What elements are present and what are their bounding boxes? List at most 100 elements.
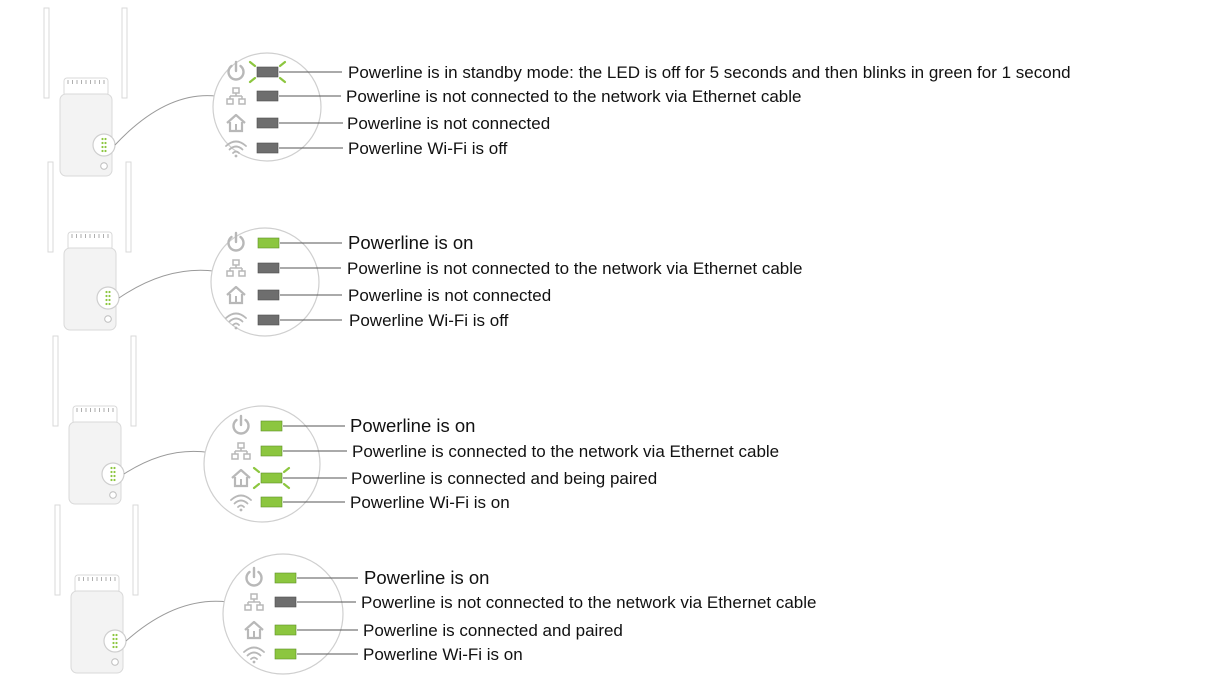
device-led-ring (96, 286, 120, 310)
device-led (113, 470, 116, 474)
device-led (108, 298, 111, 302)
led-row: Powerline Wi-Fi is on (243, 645, 523, 664)
led-row: Powerline is not connected (226, 285, 551, 305)
antenna-right (130, 335, 137, 427)
power-icon (232, 414, 250, 435)
power-icon (245, 566, 263, 587)
led-status-label: Powerline is not connected to the networ… (347, 259, 803, 278)
ethernet-icon (244, 593, 264, 611)
home-icon (244, 620, 264, 640)
device-led (105, 294, 108, 298)
led-indicator (260, 445, 283, 457)
led-row: Powerline is connected and paired (244, 620, 623, 640)
device-body (63, 247, 117, 331)
device-led (112, 637, 115, 641)
led-status-label: Powerline is connected to the network vi… (352, 442, 779, 461)
wifi-icon (230, 494, 252, 512)
connector-line (114, 95, 218, 146)
led-status-label: Powerline Wi-Fi is off (348, 139, 508, 158)
powerline-device (47, 161, 132, 331)
led-status-label: Powerline is not connected (347, 114, 550, 133)
led-indicator (256, 117, 279, 129)
home-icon (231, 468, 251, 488)
connector-line (118, 269, 216, 299)
powerline-device (52, 335, 137, 505)
zoom-circle (203, 405, 321, 523)
device-led (104, 149, 107, 153)
device-led (112, 633, 115, 637)
device-led (115, 633, 118, 637)
status-panel: Powerline is on Powerline is not connecte… (47, 161, 803, 337)
antenna-left (47, 161, 54, 253)
blink-mark (252, 482, 261, 490)
led-row: Powerline is connected and being paired (231, 466, 657, 490)
antenna-left (54, 504, 61, 596)
led-indicator (274, 572, 297, 584)
wifi-icon (225, 312, 247, 330)
ethernet-icon (226, 87, 246, 105)
device-button (109, 491, 117, 499)
connector-line (125, 600, 228, 642)
home-icon (226, 285, 246, 305)
led-row: Powerline is not connected (226, 113, 550, 133)
device-led (101, 137, 104, 141)
led-status-label: Powerline is in standby mode: the LED is… (348, 63, 1071, 82)
powerline-device (43, 7, 128, 177)
led-status-label: Powerline is not connected (348, 286, 551, 305)
status-panel: Powerline is on Powerline is not connecte… (54, 504, 817, 675)
device-led (115, 637, 118, 641)
led-row: Powerline is on (227, 231, 473, 253)
led-status-label: Powerline is not connected to the networ… (361, 593, 817, 612)
status-panel: Powerline is in standby mode: the LED is… (43, 7, 1071, 177)
device-led (115, 645, 118, 649)
device-button (100, 162, 108, 170)
ethernet-icon (226, 259, 246, 277)
blink-mark (278, 76, 287, 84)
device-led (104, 145, 107, 149)
device-led (105, 290, 108, 294)
device-led (105, 298, 108, 302)
led-row: Powerline is connected to the network vi… (231, 442, 779, 461)
device-led (113, 474, 116, 478)
device-led (112, 645, 115, 649)
led-indicator (260, 496, 283, 508)
led-row: Powerline Wi-Fi is off (225, 311, 509, 330)
blink-mark (278, 60, 287, 68)
led-row: Powerline is not connected to the networ… (226, 87, 802, 106)
device-led (108, 302, 111, 306)
ethernet-icon (231, 442, 251, 460)
antenna-right (132, 504, 139, 596)
device-led (105, 302, 108, 306)
device-led (101, 145, 104, 149)
led-status-label: Powerline is on (348, 232, 473, 253)
device-led (101, 149, 104, 153)
led-row: Powerline Wi-Fi is on (230, 493, 510, 512)
blink-mark (248, 76, 257, 84)
led-row: Powerline is not connected to the networ… (226, 259, 803, 278)
led-indicator (260, 472, 283, 484)
connector-line (123, 450, 209, 475)
led-indicator (257, 314, 280, 326)
device-led (115, 641, 118, 645)
device-led-ring (103, 629, 127, 653)
device-led (104, 137, 107, 141)
device-button (111, 658, 119, 666)
home-icon (226, 113, 246, 133)
antenna-right (121, 7, 128, 99)
led-status-label: Powerline is connected and being paired (351, 469, 657, 488)
led-indicator (256, 142, 279, 154)
device-led (112, 641, 115, 645)
device-led (113, 478, 116, 482)
led-indicator (256, 66, 279, 78)
led-status-label: Powerline Wi-Fi is on (350, 493, 510, 512)
device-led-ring (92, 133, 116, 157)
led-status-label: Powerline Wi-Fi is off (349, 311, 509, 330)
led-indicator (257, 262, 280, 274)
powerline-device (54, 504, 139, 674)
device-led-ring (101, 462, 125, 486)
led-row: Powerline Wi-Fi is off (225, 139, 508, 158)
led-row: Powerline is on (245, 566, 489, 588)
device-led (104, 141, 107, 145)
device-led (110, 474, 113, 478)
